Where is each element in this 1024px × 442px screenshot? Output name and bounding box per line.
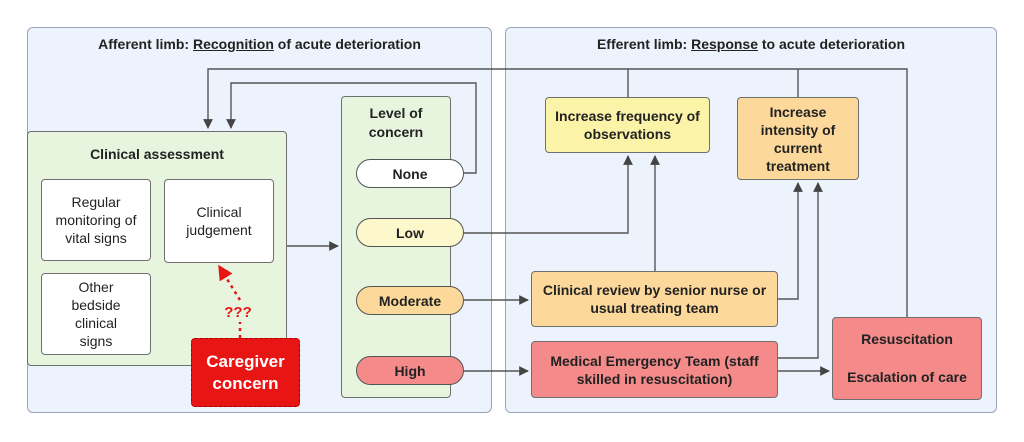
review-to-intensity bbox=[778, 182, 803, 300]
question-marks: ??? bbox=[224, 304, 252, 321]
level-of-concern-title: Level of concern bbox=[368, 105, 424, 140]
level-high: High bbox=[356, 356, 464, 385]
met-box: Medical Emergency Team (staff skilled in… bbox=[531, 341, 778, 398]
level-of-concern-box bbox=[341, 96, 451, 398]
other-signs-box: Other bedside clinical signs bbox=[41, 273, 151, 355]
low-to-frequency bbox=[464, 155, 633, 234]
level-low: Low bbox=[356, 218, 464, 247]
afferent-title: Afferent limb: Recognition of acute dete… bbox=[98, 36, 421, 52]
caregiver-concern-box: Caregiver concern bbox=[191, 338, 300, 407]
level-none: None bbox=[356, 159, 464, 188]
increase-intensity-box: Increase intensity of current treatment bbox=[737, 97, 859, 180]
clinical-assessment-title: Clinical assessment bbox=[90, 146, 224, 162]
efferent-title: Efferent limb: Response to acute deterio… bbox=[596, 36, 906, 52]
increase-frequency-box: Increase frequency of observations bbox=[545, 97, 710, 153]
regular-monitoring-box: Regular monitoring of vital signs bbox=[41, 179, 151, 261]
resuscitation-label: Resuscitation bbox=[861, 331, 953, 347]
level-moderate: Moderate bbox=[356, 286, 464, 315]
clinical-review-box: Clinical review by senior nurse or usual… bbox=[531, 271, 778, 327]
resuscitation-box bbox=[832, 317, 982, 400]
feedback-from-frequency bbox=[203, 68, 629, 129]
caregiver-arrow bbox=[219, 266, 242, 338]
met-to-intensity bbox=[778, 182, 823, 359]
feedback-from-resuscitation bbox=[628, 68, 908, 317]
escalation-label: Escalation of care bbox=[847, 369, 967, 385]
none-loop bbox=[226, 82, 477, 174]
